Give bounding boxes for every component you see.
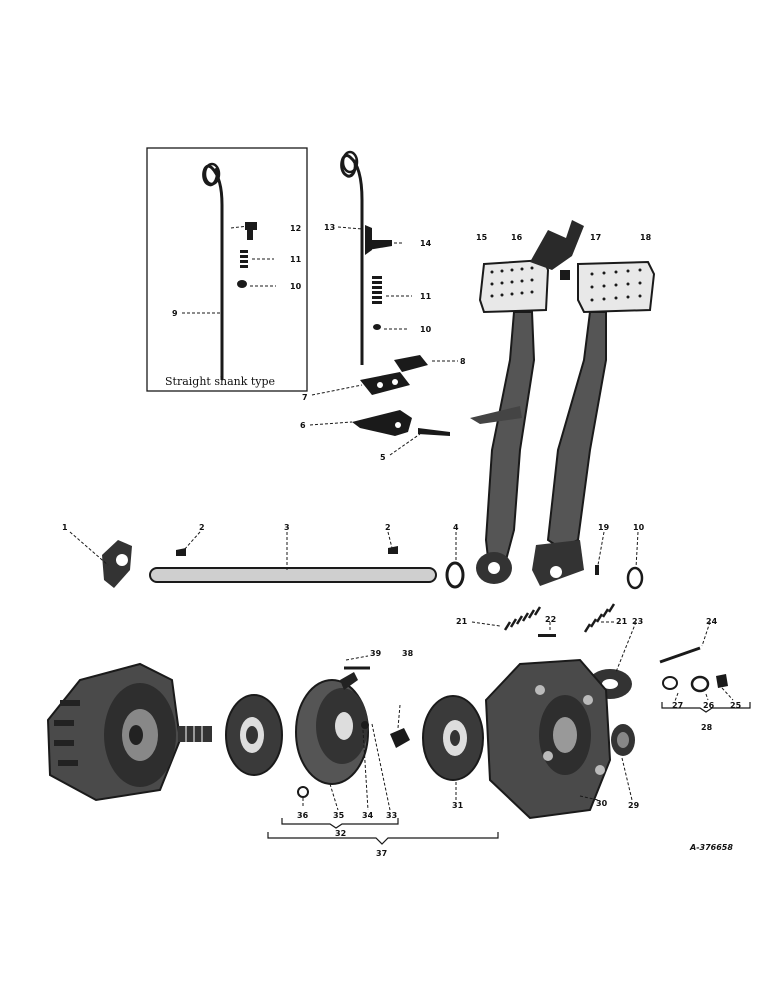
callout-27: 27 [672,701,683,710]
callout-2a: 2 [199,523,205,532]
callout-6: 6 [300,421,306,430]
cross-shaft-row [102,540,644,590]
callout-10-inset: 10 [290,282,302,291]
callout-23: 23 [632,617,643,626]
callout-1: 1 [62,523,68,532]
callout-34: 34 [362,811,374,820]
callout-28: 28 [701,723,713,732]
callout-14: 14 [420,239,432,248]
callout-21-left: 21 [456,617,468,626]
callout-5: 5 [380,453,386,462]
callout-22: 22 [545,615,556,624]
callout-15: 15 [476,233,488,242]
leader-lines [69,225,734,811]
callout-10-shaft: 10 [633,523,645,532]
callout-18: 18 [640,233,652,242]
callout-13: 13 [324,223,335,232]
callout-11-linkage: 11 [420,292,432,301]
callout-21-right: 21 [616,617,628,626]
callout-33: 33 [386,811,397,820]
brackets [267,702,751,845]
callout-39: 39 [370,649,382,658]
callout-24: 24 [706,617,718,626]
callout-19: 19 [598,523,610,532]
callout-31: 31 [452,801,464,810]
callout-4: 4 [453,523,459,532]
callout-9: 9 [172,309,178,318]
brake-pedals [470,220,656,586]
reference-number: A-376658 [689,843,733,852]
callout-10-linkage: 10 [420,325,432,334]
callout-32: 32 [335,829,346,838]
callout-2b: 2 [385,523,391,532]
callout-7: 7 [302,393,308,402]
callout-26: 26 [703,701,715,710]
callout-25: 25 [730,701,742,710]
callout-16: 16 [511,233,523,242]
callout-8: 8 [460,357,466,366]
brake-housing-assembly [46,658,635,820]
callout-35: 35 [333,811,345,820]
callout-11-inset: 11 [290,255,302,264]
callout-12: 12 [290,224,301,233]
callout-30: 30 [596,799,608,808]
callout-38: 38 [402,649,414,658]
callout-labels: 1 2 3 2 4 5 6 7 8 9 10 10 10 11 11 12 13… [62,223,742,858]
linkage-assembly [340,150,450,436]
inset-straight-shank: Straight shank type [146,147,308,392]
callout-3: 3 [284,523,290,532]
callout-29: 29 [628,801,640,810]
callout-36: 36 [297,811,309,820]
inset-caption: Straight shank type [165,375,275,388]
callout-17: 17 [590,233,601,242]
callout-37: 37 [376,849,387,858]
